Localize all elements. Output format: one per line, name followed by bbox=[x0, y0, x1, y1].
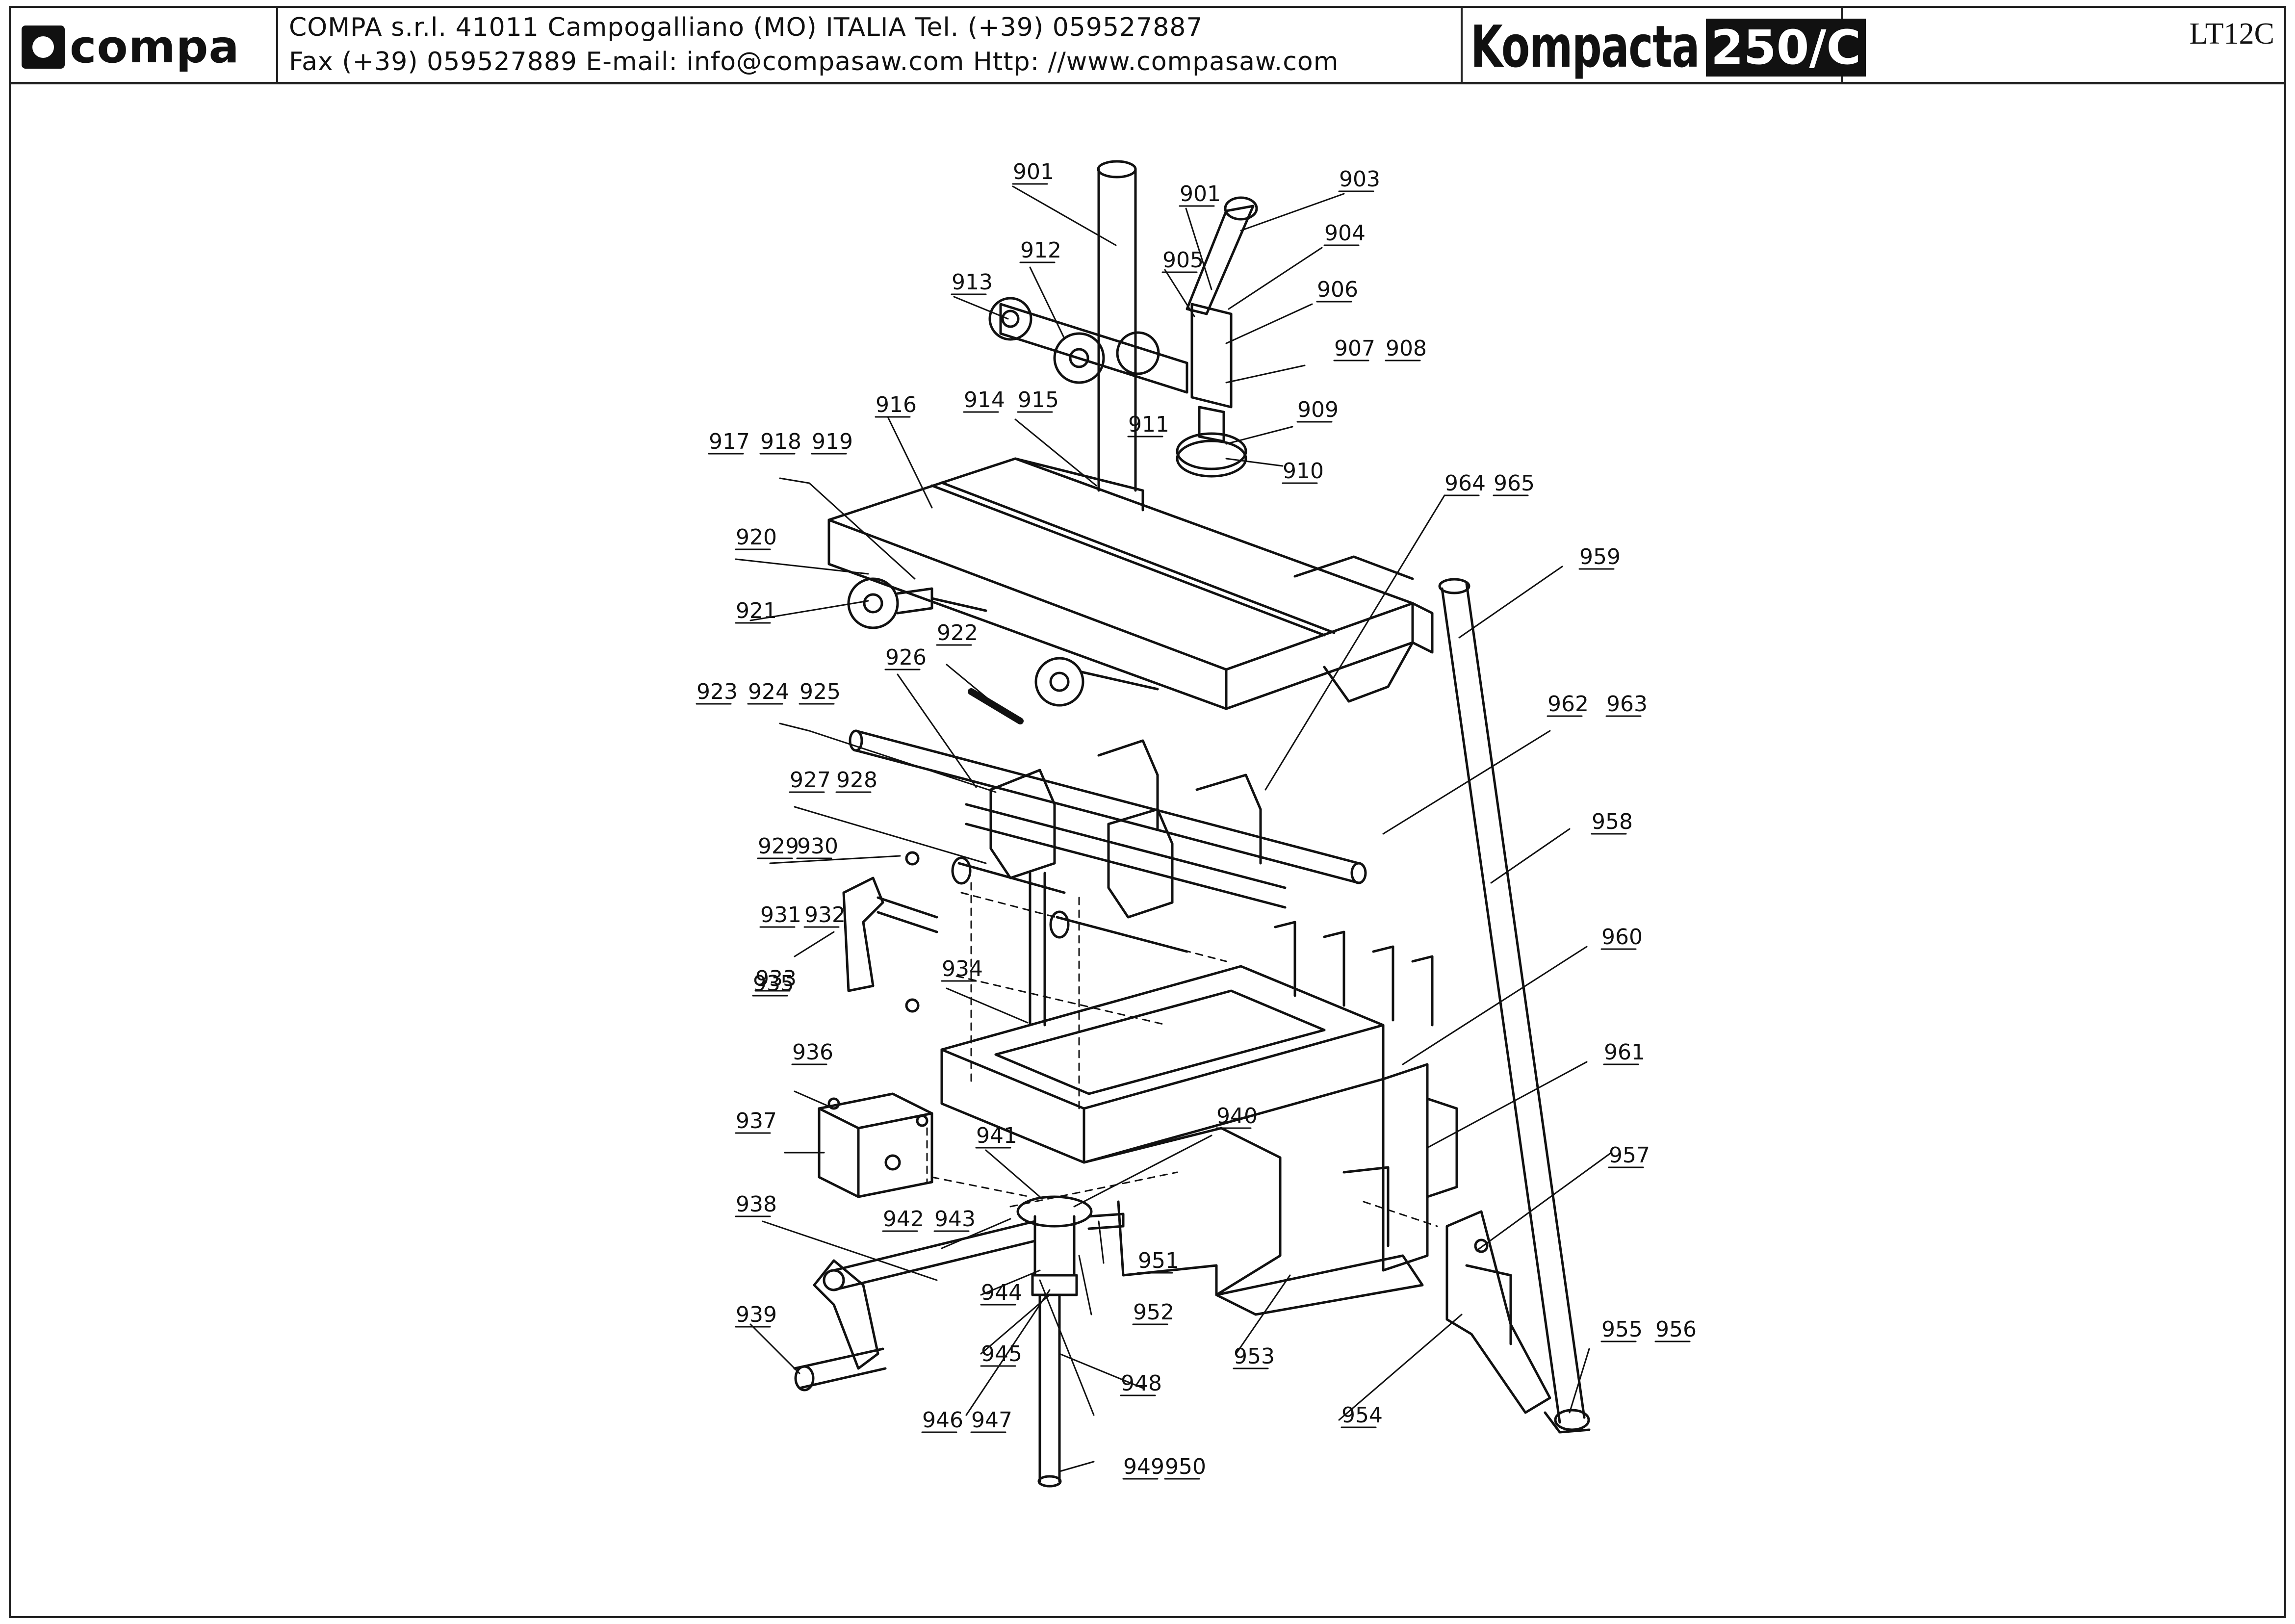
part-label-951: 951 bbox=[1138, 1248, 1179, 1273]
part-label-937: 937 bbox=[736, 1108, 777, 1134]
part-label-935: 935 bbox=[753, 971, 794, 996]
part-label-909: 909 bbox=[1297, 397, 1339, 422]
part-label-963: 963 bbox=[1606, 692, 1648, 717]
part-label-941: 941 bbox=[976, 1123, 1017, 1148]
part-label-921: 921 bbox=[736, 598, 777, 623]
compa-logo-icon bbox=[22, 26, 65, 69]
part-label-947: 947 bbox=[971, 1408, 1012, 1433]
brand-model: 250/C bbox=[1706, 19, 1866, 77]
part-label-938: 938 bbox=[736, 1192, 777, 1217]
part-label-934: 934 bbox=[942, 956, 983, 981]
part-label-944: 944 bbox=[981, 1280, 1022, 1305]
part-label-940: 940 bbox=[1216, 1104, 1258, 1129]
title-block: compa COMPA s.r.l. 41011 Campogalliano (… bbox=[9, 6, 2286, 84]
part-label-961: 961 bbox=[1604, 1040, 1645, 1065]
part-label-916: 916 bbox=[876, 392, 917, 417]
hidden-lines bbox=[926, 882, 1438, 1227]
part-label-901: 901 bbox=[1013, 159, 1054, 184]
part-label-910: 910 bbox=[1283, 459, 1324, 484]
part-label-925: 925 bbox=[799, 679, 841, 704]
part-label-907: 907 bbox=[1334, 336, 1375, 361]
part-label-918: 918 bbox=[760, 429, 801, 454]
part-label-901: 901 bbox=[1180, 181, 1221, 206]
part-label-924: 924 bbox=[748, 679, 789, 704]
part-label-926: 926 bbox=[885, 645, 927, 670]
part-label-943: 943 bbox=[934, 1207, 976, 1232]
part-label-946: 946 bbox=[922, 1408, 963, 1433]
callout-labels: 901 901 903 904 905 906 907 908 909 910 911 912 913 9… bbox=[696, 159, 1697, 1480]
part-label-933: 933 bbox=[755, 966, 797, 991]
part-label-912: 912 bbox=[1020, 238, 1061, 263]
sheet-code: LT12C bbox=[2189, 17, 2274, 51]
part-label-960: 960 bbox=[1601, 925, 1643, 950]
machine-drawing bbox=[793, 160, 1591, 1488]
part-label-931: 931 bbox=[760, 902, 801, 928]
part-label-930: 930 bbox=[797, 834, 838, 859]
logo-cell: compa bbox=[11, 8, 278, 82]
brand-cell: Kompacta 250/C bbox=[1463, 8, 1866, 82]
part-label-955: 955 bbox=[1601, 1317, 1643, 1342]
part-label-954: 954 bbox=[1341, 1403, 1383, 1428]
part-label-911: 911 bbox=[1128, 412, 1169, 437]
part-label-959: 959 bbox=[1579, 544, 1621, 569]
part-label-905: 905 bbox=[1162, 248, 1204, 273]
part-label-962: 962 bbox=[1547, 692, 1589, 717]
part-label-904: 904 bbox=[1324, 221, 1366, 246]
part-label-922: 922 bbox=[937, 620, 978, 645]
part-label-928: 928 bbox=[836, 768, 877, 793]
part-label-932: 932 bbox=[804, 902, 846, 928]
part-label-923: 923 bbox=[696, 679, 738, 704]
part-label-927: 927 bbox=[790, 768, 831, 793]
logo-text: compa bbox=[70, 21, 240, 73]
part-label-953: 953 bbox=[1234, 1344, 1275, 1369]
part-label-906: 906 bbox=[1317, 277, 1358, 302]
callout-leaders bbox=[735, 185, 1612, 1472]
part-label-945: 945 bbox=[981, 1341, 1022, 1366]
company-contacts: Fax (+39) 059527889 E-mail: info@compasa… bbox=[289, 47, 1339, 77]
part-label-917: 917 bbox=[709, 429, 750, 454]
part-label-939: 939 bbox=[736, 1302, 777, 1327]
part-label-929: 929 bbox=[758, 834, 799, 859]
part-label-952: 952 bbox=[1133, 1300, 1174, 1325]
company-address: COMPA s.r.l. 41011 Campogalliano (MO) IT… bbox=[289, 13, 1203, 42]
part-label-936: 936 bbox=[792, 1040, 833, 1065]
part-label-919: 919 bbox=[812, 429, 853, 454]
part-label-942: 942 bbox=[883, 1207, 924, 1232]
part-label-965: 965 bbox=[1494, 471, 1535, 496]
part-label-913: 913 bbox=[952, 270, 993, 295]
sheet-code-cell: LT12C bbox=[1843, 8, 2284, 82]
part-label-903: 903 bbox=[1339, 167, 1380, 192]
part-label-949: 949 bbox=[1123, 1454, 1164, 1479]
part-label-957: 957 bbox=[1609, 1143, 1650, 1168]
part-label-964: 964 bbox=[1444, 471, 1486, 496]
part-label-920: 920 bbox=[736, 525, 777, 550]
part-label-956: 956 bbox=[1655, 1317, 1697, 1342]
brand-name: Kompacta bbox=[1470, 13, 1700, 80]
part-label-914: 914 bbox=[964, 387, 1005, 412]
company-info-cell: COMPA s.r.l. 41011 Campogalliano (MO) IT… bbox=[278, 8, 1463, 82]
part-label-908: 908 bbox=[1386, 336, 1427, 361]
part-label-915: 915 bbox=[1018, 387, 1059, 412]
part-label-958: 958 bbox=[1592, 809, 1633, 834]
part-label-948: 948 bbox=[1121, 1371, 1162, 1396]
part-label-950: 950 bbox=[1165, 1454, 1206, 1479]
